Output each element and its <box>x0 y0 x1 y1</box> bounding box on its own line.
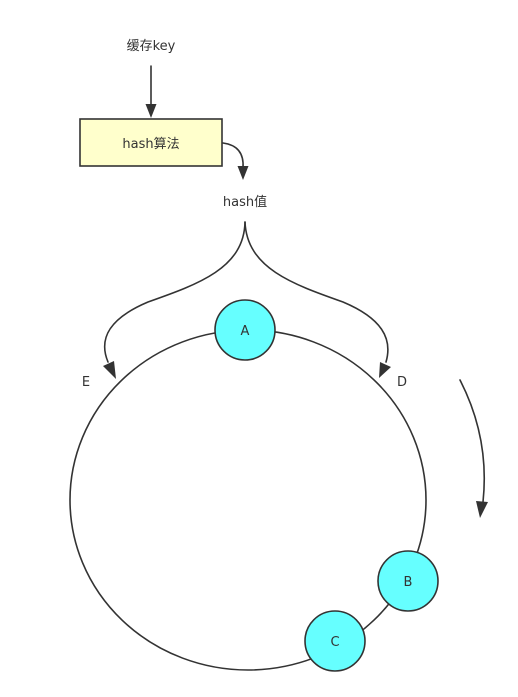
arrow-value-to-d <box>244 221 389 363</box>
arrow-value-to-e <box>103 221 246 363</box>
node-b-label: B <box>404 575 413 590</box>
arrow-key-to-hash-head <box>145 104 157 118</box>
hash-algorithm-box <box>79 118 223 167</box>
hash-value-label: hash值 <box>223 194 267 210</box>
node-a-label: A <box>241 324 250 339</box>
arrow-hash-to-value-head <box>237 166 249 180</box>
point-e-label: E <box>82 375 90 390</box>
node-c: C <box>304 610 366 672</box>
hash-ring <box>69 329 427 671</box>
point-d-label: D <box>397 375 407 390</box>
arrow-value-to-e-head <box>103 361 116 379</box>
clockwise-direction-arrow-head <box>476 501 488 518</box>
hash-algorithm-label: hash算法 <box>122 137 179 152</box>
cache-key-label: 缓存key <box>127 39 176 54</box>
node-a: A <box>214 299 276 361</box>
node-c-label: C <box>330 635 339 650</box>
node-b: B <box>377 550 439 612</box>
clockwise-direction-arrow <box>459 379 486 503</box>
arrow-hash-to-value <box>222 142 244 169</box>
arrow-value-to-d-head <box>379 362 391 378</box>
